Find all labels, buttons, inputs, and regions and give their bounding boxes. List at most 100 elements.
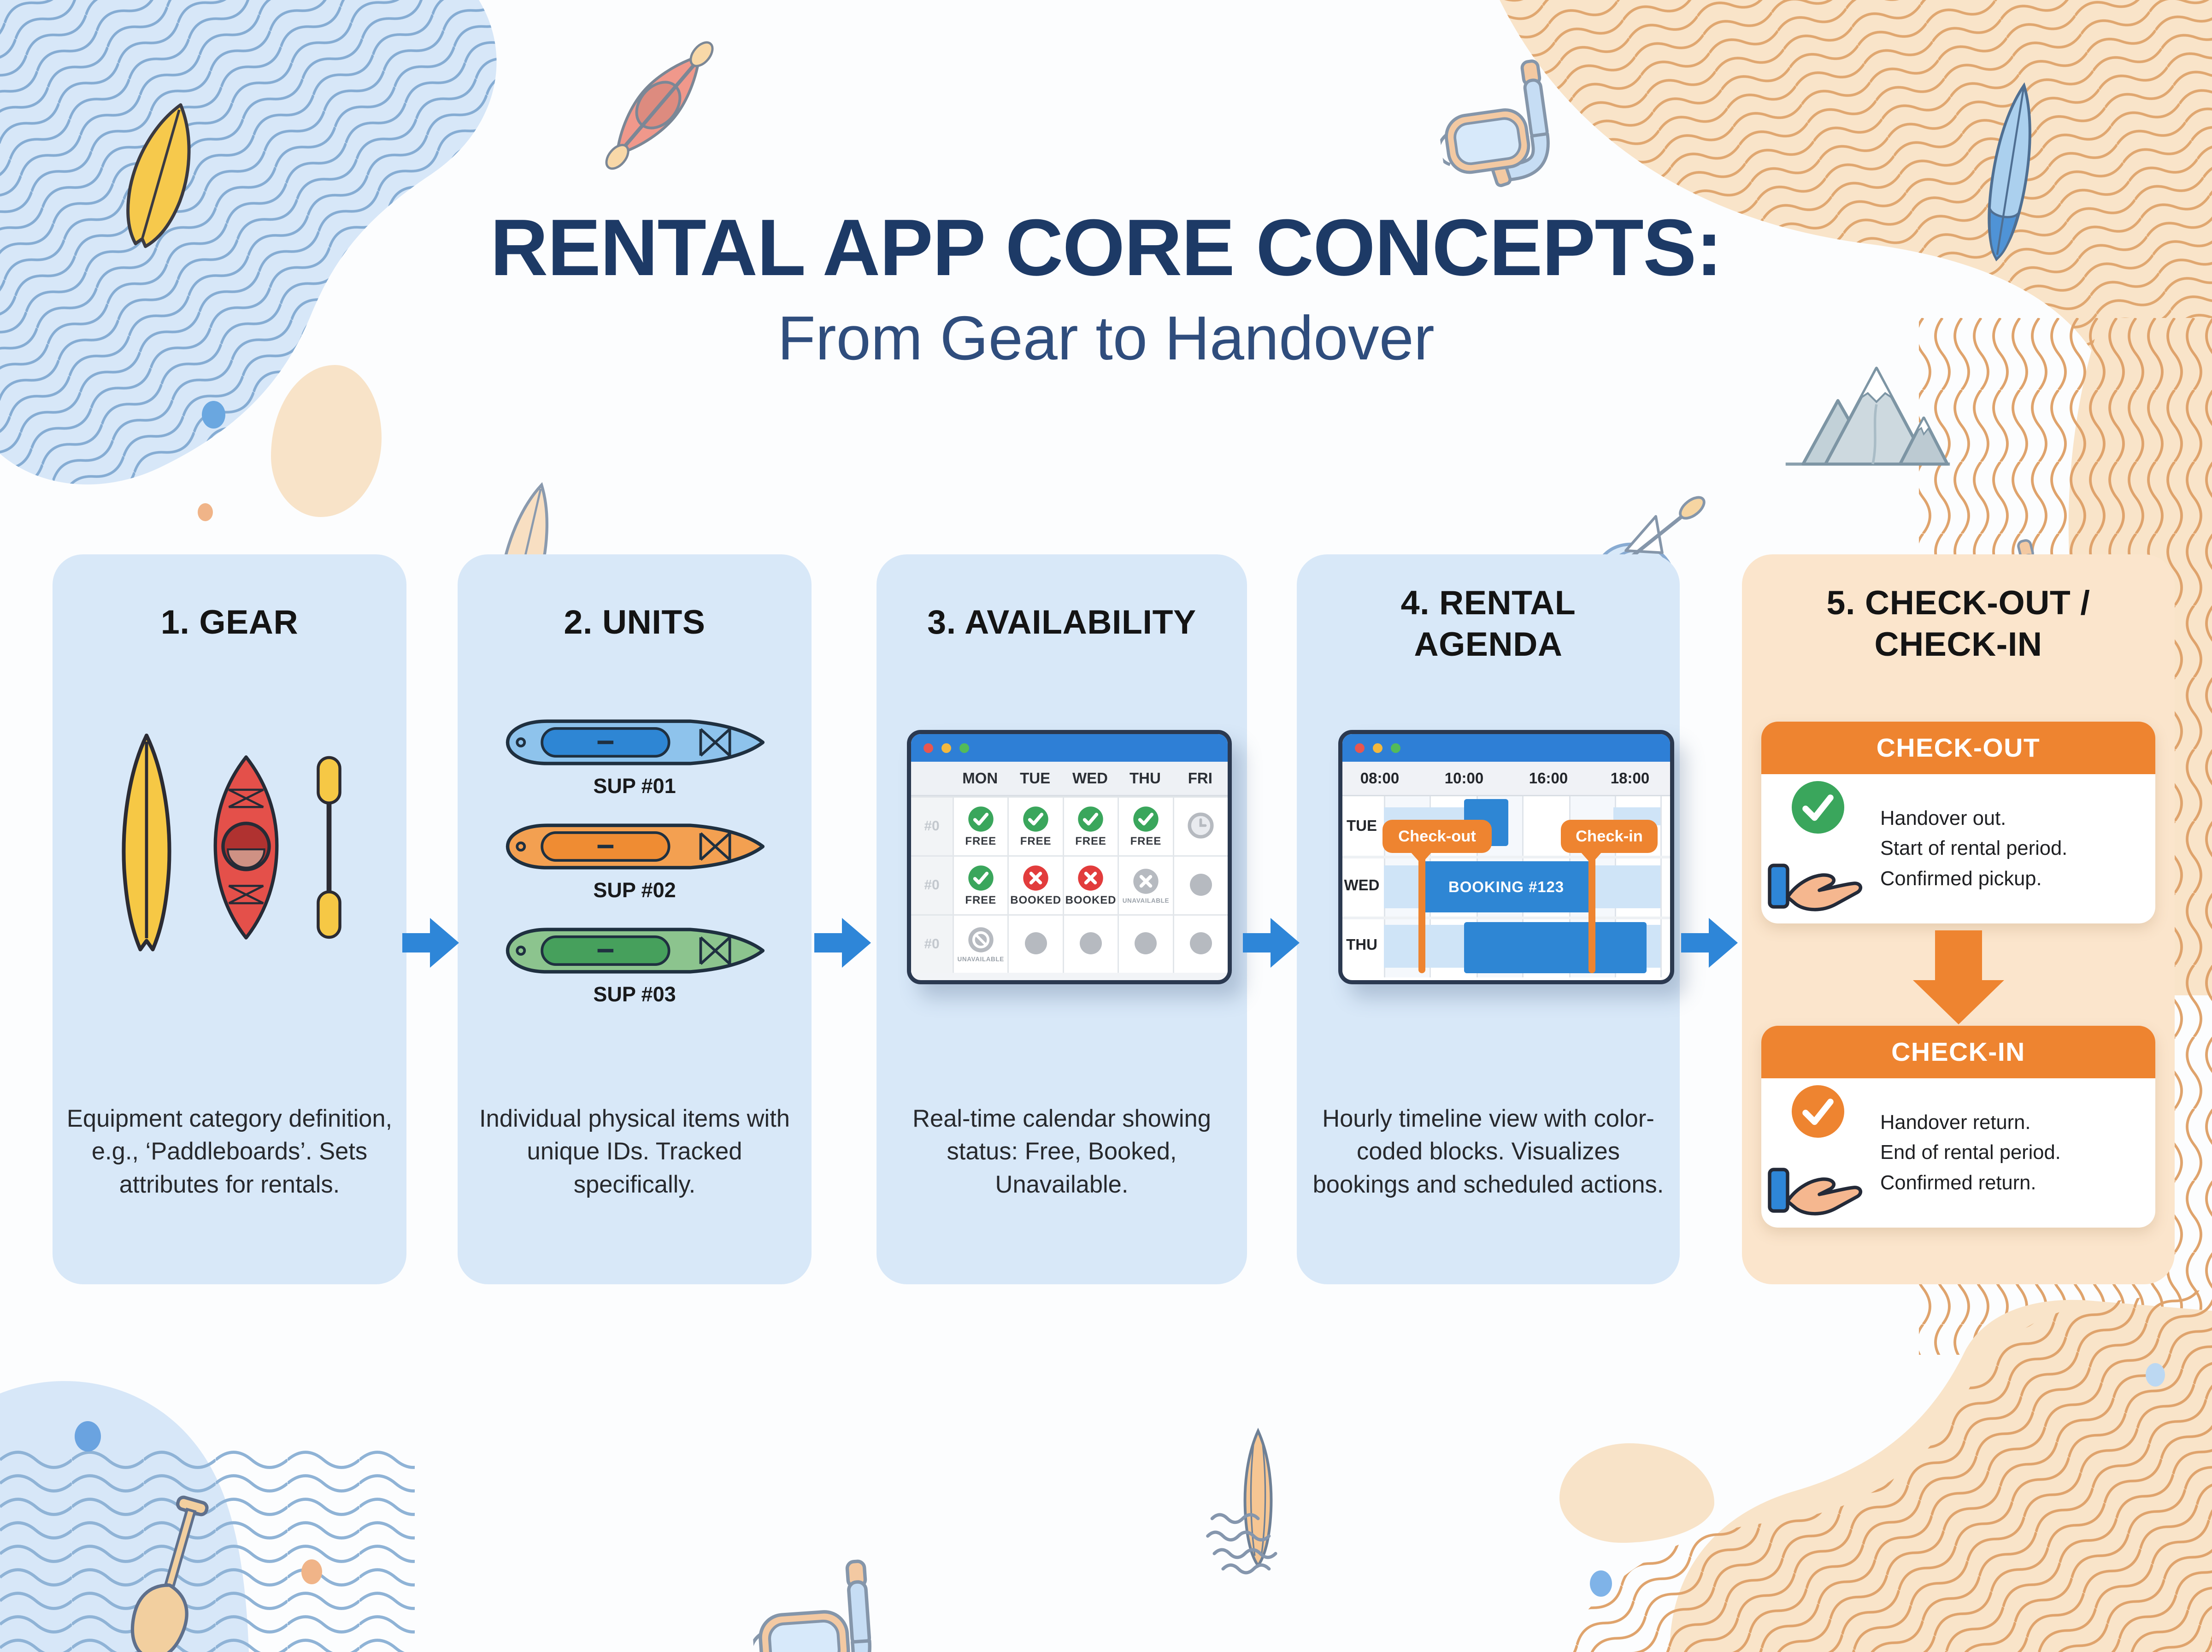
- surfboard-icon: [126, 103, 191, 248]
- timeline-hours-header: 08:00 10:00 16:00 18:00: [1342, 762, 1670, 796]
- panel-units-title: 2. UNITS: [564, 603, 706, 641]
- availability-cell: FREE: [1118, 796, 1173, 855]
- row-id-label: #0: [911, 914, 953, 973]
- page-subtitle: From Gear to Handover: [777, 303, 1435, 373]
- hand-holding-icon: [1768, 864, 1863, 911]
- checkin-marker-line: [1588, 854, 1595, 973]
- availability-cell: [1062, 914, 1118, 973]
- minimize-traffic-dot: [1373, 743, 1382, 753]
- check-circle-icon: [1133, 806, 1159, 832]
- blue-dot: [1590, 1570, 1612, 1597]
- panel-availability-description: Real-time calendar showing status: Free,…: [912, 1105, 1211, 1198]
- panel-units: 2. UNITS SUP #01: [458, 554, 812, 1284]
- empty-circle-icon: [1024, 932, 1047, 955]
- time-label: 16:00: [1529, 770, 1568, 787]
- panel-gear-description: Equipment category definition, e.g., ‘Pa…: [66, 1105, 393, 1198]
- empty-circle-icon: [1079, 932, 1102, 955]
- sup-unit: SUP #03: [502, 920, 767, 1006]
- calendar-day-header: MON TUE WED THU FRI: [911, 762, 1228, 796]
- sup-unit: SUP #01: [502, 712, 767, 798]
- wave-blob-top-left: [0, 0, 497, 485]
- checkout-card: CHECK-OUT Handover out. Start of rental …: [1761, 722, 2155, 923]
- timeline-day-label: THU: [1346, 936, 1377, 953]
- paddle-icon: [317, 756, 341, 939]
- panel-agenda-title: 4. RENTAL AGENDA: [1400, 583, 1576, 663]
- corner-cell: [911, 762, 953, 795]
- snorkel-mask-icon: [749, 1559, 871, 1652]
- checkout-card-text: Handover out. Start of rental period. Co…: [1880, 807, 2068, 890]
- sup-board-icon: [506, 719, 765, 765]
- arrow-down-icon: [1912, 930, 2004, 1024]
- check-circle-icon: [968, 806, 994, 832]
- checkout-flag: Check-out: [1382, 820, 1492, 864]
- check-circle-orange-icon: [1792, 1085, 1844, 1138]
- time-label: 18:00: [1610, 770, 1650, 787]
- booking-block: BOOKING #123: [1421, 861, 1591, 912]
- panel-handover-title: 5. CHECK-OUT / CHECK-IN: [1826, 583, 2090, 663]
- availability-cell: [1118, 914, 1173, 973]
- checkin-card-header: CHECK-IN: [1761, 1026, 2155, 1078]
- availability-cell: UNAVAILABLE: [953, 914, 1008, 973]
- panel-gear: 1. GEAR Equipment category definition, e…: [53, 554, 406, 1284]
- x-circle-icon: [1078, 865, 1104, 891]
- availability-calendar-window: MON TUE WED THU FRI #0 FREE FREE: [907, 730, 1232, 984]
- availability-cell: FREE: [953, 796, 1008, 855]
- booking-label: BOOKING #123: [1448, 878, 1565, 895]
- peach-dot: [301, 1559, 322, 1584]
- blue-dot: [202, 401, 225, 429]
- mountains-icon: [1785, 366, 1950, 466]
- paddle-icon: [130, 1495, 209, 1652]
- availability-cell: BOOKED: [1062, 855, 1118, 914]
- calendar-grid: #0 FREE FREE FREE FREE: [911, 796, 1228, 973]
- day-col-label: THU: [1129, 770, 1161, 787]
- availability-cell: [1172, 855, 1228, 914]
- panel-units-description: Individual physical items with unique ID…: [479, 1105, 790, 1198]
- row-id-label: #0: [911, 855, 953, 914]
- wave-blob-bottom-left: [0, 1381, 415, 1652]
- sup-board-icon: [506, 928, 765, 974]
- sup-board-icon: [506, 823, 765, 870]
- clock-icon: [1188, 812, 1214, 839]
- availability-cell: FREE: [1062, 796, 1118, 855]
- panel-agenda: 4. RENTAL AGENDA 08:00 10:00 16:00 18:00: [1297, 554, 1680, 1284]
- availability-cell: FREE: [953, 855, 1008, 914]
- close-traffic-dot: [924, 743, 933, 753]
- day-col-label: FRI: [1188, 770, 1212, 787]
- row-id-label: #0: [911, 796, 953, 855]
- x-circle-icon: [1023, 865, 1048, 891]
- kayak-icon: [213, 755, 279, 940]
- day-col-label: MON: [962, 770, 998, 787]
- flow-arrow-icon: [402, 912, 460, 973]
- window-titlebar: [911, 734, 1228, 762]
- flow-arrow-icon: [1681, 912, 1739, 973]
- panel-gear-title: 1. GEAR: [160, 603, 299, 641]
- x-circle-gray-icon: [1133, 868, 1159, 894]
- check-circle-icon: [1023, 806, 1048, 832]
- empty-circle-icon: [1189, 932, 1212, 955]
- check-circle-green-icon: [1792, 781, 1844, 834]
- sup-unit-label: SUP #01: [593, 774, 676, 798]
- timeline-day-label: TUE: [1347, 817, 1377, 834]
- sup-unit: SUP #02: [502, 816, 767, 902]
- snorkel-mask-icon: [1437, 59, 1550, 187]
- day-col-label: TUE: [1020, 770, 1051, 787]
- maximize-traffic-dot: [959, 743, 969, 753]
- checkin-flag: Check-in: [1561, 820, 1658, 864]
- blocked-circle-icon: [968, 927, 994, 953]
- checkin-card: CHECK-IN Handover return. End of rental …: [1761, 1026, 2155, 1228]
- minimize-traffic-dot: [941, 743, 951, 753]
- timeline-grid: TUE WED THU BOOKING #123 Check-out: [1342, 796, 1670, 977]
- page-title: RENTAL APP CORE CONCEPTS:: [490, 202, 1723, 292]
- light-blue-dot: [2146, 1363, 2165, 1387]
- sup-unit-label: SUP #02: [593, 878, 676, 902]
- agenda-timeline-window: 08:00 10:00 16:00 18:00 TUE WED THU: [1338, 730, 1674, 984]
- availability-cell: [1172, 914, 1228, 973]
- sup-unit-label: SUP #03: [593, 982, 676, 1006]
- peach-blob: [1559, 1443, 1714, 1543]
- panel-handover: 5. CHECK-OUT / CHECK-IN CHECK-OUT Handov…: [1742, 554, 2175, 1284]
- availability-cell: UNAVAILABLE: [1118, 855, 1173, 914]
- maximize-traffic-dot: [1391, 743, 1400, 753]
- booked-block: [1464, 922, 1647, 973]
- kayak-with-paddle-icon: [605, 41, 714, 170]
